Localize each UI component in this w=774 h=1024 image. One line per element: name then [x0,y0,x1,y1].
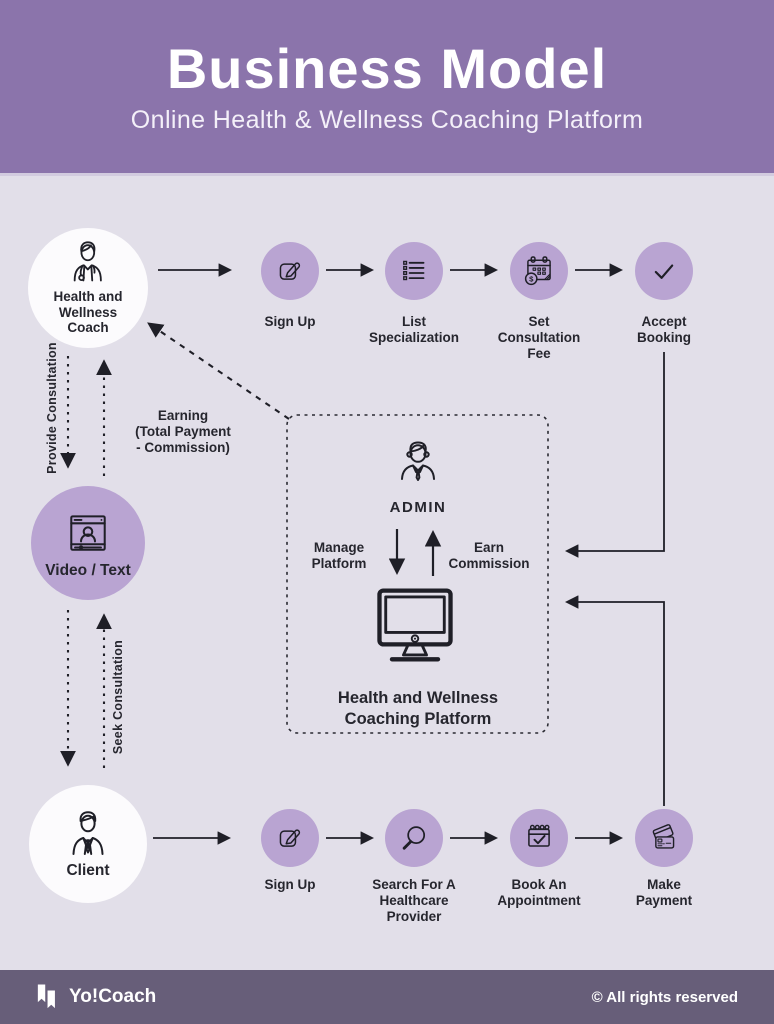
coach-accept-node [635,242,693,300]
video-player-icon [70,515,106,551]
client-search-label: Search For A Healthcare Provider [372,877,456,924]
client-signup-node [261,809,319,867]
brand-name: Yo!Coach [69,986,157,1007]
coach-signup-node [261,242,319,300]
page-subtitle: Online Health & Wellness Coaching Platfo… [130,105,644,134]
client-book-label: Book An Appointment [497,877,581,908]
platform-connectors [564,352,665,806]
person-suit-icon [72,810,104,855]
dollar-glyph: $ [529,275,534,284]
footer-bar: Yo!Coach © All rights reserved [0,970,774,1024]
coach-fee-label: Set Consultation Fee [497,314,581,361]
copyright-text: © All rights reserved [591,988,738,1006]
coach-list-node [385,242,443,300]
magnifier-icon [402,826,426,850]
client-actor-node: Client [29,785,147,903]
coach-fee-node: $ [510,242,568,300]
admin-dashed-box [286,414,549,734]
provide-consultation-label: Provide Consultation [45,342,59,474]
client-book-node [510,809,568,867]
client-signup-label: Sign Up [264,877,316,892]
coach-actor-label: Health and Wellness Coach [53,289,123,336]
client-search-node [385,809,443,867]
client-payment-node [635,809,693,867]
admin-icon-wrap [390,436,446,498]
credit-cards-icon [652,824,675,849]
doctor-icon [73,241,102,282]
consultation-dashed-arrows [60,356,112,768]
checkmark-icon [654,264,674,279]
coach-signup-label: Sign Up [264,314,316,329]
yocoach-logo-icon [37,984,55,1009]
calendar-dollar-icon: $ [524,256,551,286]
calendar-check-icon [528,824,550,847]
pencil-square-icon [279,829,301,847]
seek-consultation-label: Seek Consultation [111,639,125,755]
manage-platform-label: Manage Platform [311,540,367,571]
header-banner: Business Model Online Health & Wellness … [0,0,774,176]
admin-user-icon [401,441,435,481]
admin-arrows [388,529,442,576]
earning-label: Earning (Total Payment - Commission) [135,408,231,455]
list-icon [403,260,425,281]
pencil-square-icon [279,262,301,280]
video-text-node: Video / Text [31,486,145,600]
platform-icon-wrap [367,584,463,676]
client-actor-label: Client [66,861,110,879]
coach-actor-node: Health and Wellness Coach [28,228,148,348]
admin-label: ADMIN [389,499,447,516]
video-text-label: Video / Text [45,561,131,579]
earning-dashed-arrow [147,322,290,420]
earn-commission-label: Earn Commission [448,540,530,571]
brand-lockup: Yo!Coach [36,982,156,1012]
client-payment-label: Make Payment [635,877,693,908]
coach-list-label: List Specialization [368,314,460,345]
desktop-computer-icon [377,588,453,662]
coach-accept-label: Accept Booking [637,314,691,345]
page-title: Business Model [166,36,608,100]
platform-title-label: Health and Wellness Coaching Platform [337,689,499,728]
